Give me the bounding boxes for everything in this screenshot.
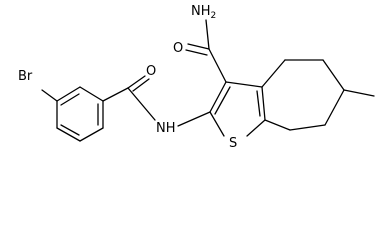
bond bbox=[261, 86, 266, 121]
aromatic-inner-bond bbox=[60, 124, 80, 136]
n-thiophene-bond bbox=[177, 111, 211, 127]
bromine-label: Br bbox=[18, 69, 33, 84]
bond bbox=[246, 119, 266, 137]
bond bbox=[261, 59, 286, 88]
aryl-carbonyl-bond bbox=[102, 87, 129, 102]
carboxamide-c-o-double-bond bbox=[185, 49, 208, 56]
amine-nh2-label: NH2 bbox=[191, 4, 216, 21]
bond bbox=[79, 127, 104, 142]
bromobenzene-ring bbox=[56, 86, 104, 142]
bond bbox=[56, 86, 81, 102]
carboxamide-oxygen-label: O bbox=[173, 41, 183, 56]
bond bbox=[322, 59, 345, 91]
aromatic-inner-bond bbox=[256, 90, 261, 117]
bond bbox=[289, 124, 326, 131]
bond bbox=[225, 81, 263, 88]
molecule-diagram: Br O NH S O NH2 bbox=[18, 4, 375, 151]
bond bbox=[79, 86, 104, 102]
ring-carboxamide-bond bbox=[208, 48, 227, 83]
amine-nh-text: NH bbox=[191, 4, 211, 19]
sulfur-label: S bbox=[229, 136, 237, 151]
bond bbox=[209, 81, 227, 113]
methyl-bond bbox=[343, 89, 375, 97]
thiophene-ring bbox=[209, 81, 266, 137]
amine-subscript: 2 bbox=[211, 11, 217, 21]
bond bbox=[324, 89, 345, 126]
carboxamide-c-n-bond bbox=[205, 19, 210, 50]
carboxamide-c-o-double-bond bbox=[187, 43, 210, 50]
carbonyl-double-bond bbox=[127, 75, 146, 89]
c-br-bond bbox=[41, 89, 58, 102]
carbonyl-n-bond bbox=[127, 87, 156, 121]
cyclohexene-ring bbox=[261, 59, 345, 131]
structure-drawing: Br O NH S O NH2 bbox=[18, 4, 375, 151]
carbonyl-double-bond bbox=[132, 78, 150, 92]
bond bbox=[264, 119, 291, 131]
aromatic-inner-bond bbox=[60, 93, 80, 106]
carbonyl-oxygen-label: O bbox=[146, 64, 156, 79]
bond bbox=[209, 111, 225, 137]
amide-nh-label: NH bbox=[156, 121, 176, 136]
bond bbox=[56, 127, 81, 142]
aromatic-inner-bond bbox=[214, 86, 231, 115]
